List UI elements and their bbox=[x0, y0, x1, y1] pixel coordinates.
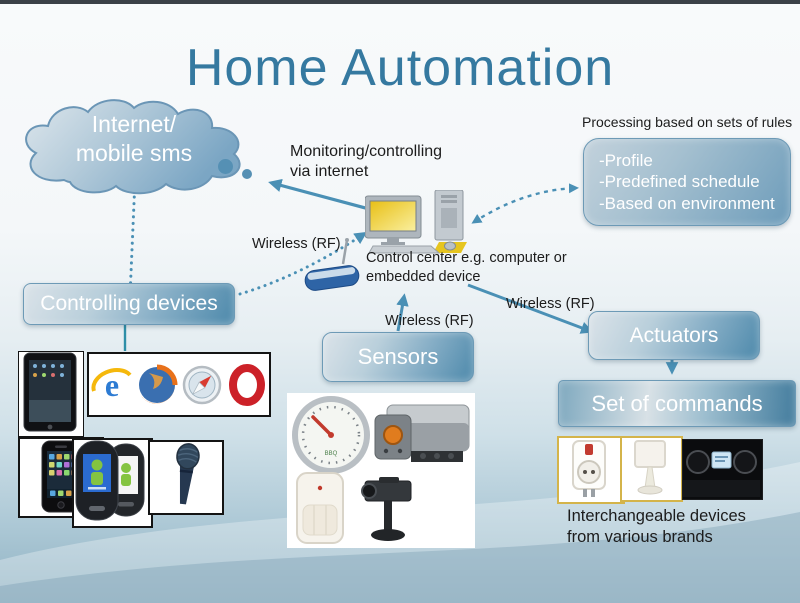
top-border bbox=[0, 0, 800, 4]
interchangeable-line2: from various brands bbox=[567, 528, 713, 546]
rule-schedule: -Predefined schedule bbox=[599, 172, 760, 192]
thought-bubble-large bbox=[218, 159, 233, 174]
interchangeable-label: Interchangeable devices from various bra… bbox=[567, 506, 746, 548]
firefox-icon bbox=[138, 364, 177, 404]
audio-dock-image bbox=[682, 439, 763, 500]
ipad-drawing bbox=[23, 352, 77, 432]
keyboard-image bbox=[368, 245, 441, 254]
ipad-image bbox=[18, 351, 84, 437]
sensors-drawing: BBQ bbox=[292, 396, 470, 544]
computer-image bbox=[365, 190, 467, 254]
monitoring-line2: via internet bbox=[290, 163, 369, 180]
arrow-sensors-to-computer bbox=[396, 293, 409, 332]
nxt-sensor-image bbox=[374, 404, 470, 462]
arrow-controlling-to-computer bbox=[238, 231, 368, 296]
svg-text:BBQ: BBQ bbox=[325, 451, 338, 457]
microphone-image bbox=[148, 440, 224, 515]
svg-text:e: e bbox=[104, 367, 118, 403]
smart-plug-image bbox=[557, 436, 625, 504]
lamp-image bbox=[620, 436, 683, 502]
android-phones-drawing bbox=[75, 440, 145, 521]
android-phones-image bbox=[72, 438, 153, 528]
internet-cloud bbox=[25, 99, 241, 195]
opera-icon bbox=[228, 363, 265, 406]
node-actuators: Actuators bbox=[588, 311, 760, 360]
browser-logos-image: e bbox=[87, 352, 271, 417]
thought-bubble-small bbox=[242, 169, 252, 179]
control-center-line2: embedded device bbox=[366, 269, 481, 285]
microphone-drawing bbox=[176, 443, 200, 505]
rule-profile: -Profile bbox=[599, 150, 653, 170]
lamp-drawing bbox=[634, 440, 666, 495]
rule-environment: -Based on environment bbox=[599, 193, 775, 213]
cloud-line2: mobile sms bbox=[75, 140, 193, 166]
sensor-images: BBQ bbox=[287, 393, 475, 548]
control-center-line1: Control center e.g. computer or bbox=[366, 250, 567, 266]
plug-drawing bbox=[572, 440, 606, 497]
cloud-line1: Internet/ bbox=[91, 111, 177, 137]
cloud-label: Internet/ mobile sms bbox=[12, 110, 256, 168]
node-rules-box: -Profile -Predefined schedule -Based on … bbox=[583, 138, 791, 226]
processing-caption: Processing based on sets of rules bbox=[582, 114, 793, 130]
audio-dock-drawing bbox=[683, 450, 760, 497]
interchangeable-line1: Interchangeable devices bbox=[567, 507, 746, 525]
iphone-drawing bbox=[41, 440, 81, 513]
wireless-rf-label-right: Wireless (RF) bbox=[506, 296, 595, 312]
wireless-rf-label-center: Wireless (RF) bbox=[385, 313, 474, 329]
monitoring-label: Monitoring/controlling via internet bbox=[290, 142, 442, 182]
node-controlling-devices: Controlling devices bbox=[23, 283, 235, 325]
safari-icon bbox=[182, 365, 221, 404]
camera-image bbox=[361, 477, 412, 541]
wireless-rf-label-left: Wireless (RF) bbox=[252, 236, 341, 252]
router-image bbox=[304, 238, 360, 291]
arrow-computer-to-rules bbox=[471, 183, 580, 224]
thermometer-image: BBQ bbox=[292, 396, 370, 474]
node-sensors: Sensors bbox=[322, 332, 474, 382]
slide-title: Home Automation bbox=[185, 39, 615, 97]
monitoring-line1: Monitoring/controlling bbox=[290, 143, 443, 160]
node-set-of-commands: Set of commands bbox=[558, 380, 796, 427]
internet-explorer-icon: e bbox=[91, 367, 132, 403]
arrow-controlling-to-cloud bbox=[128, 176, 141, 298]
arrow-computer-to-actuators bbox=[467, 283, 594, 334]
control-center-label: Control center e.g. computer or embedded… bbox=[366, 249, 567, 287]
motion-sensor-image bbox=[296, 472, 344, 544]
